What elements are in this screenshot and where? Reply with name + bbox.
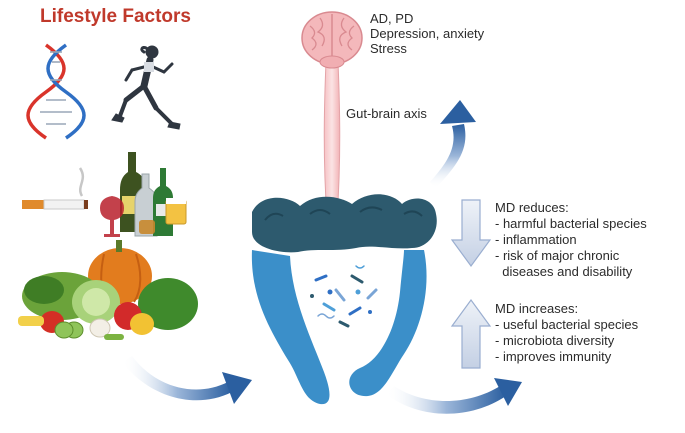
- down-arrow-icon: [450, 199, 492, 268]
- vegetables-icon: [18, 240, 198, 340]
- alcohol-bottles-icon: [100, 152, 187, 237]
- up-arrow-icon: [450, 298, 492, 369]
- brain-icon: [301, 11, 363, 69]
- curved-arrow-icon: [430, 100, 476, 188]
- gut-brain-axis-label: Gut-brain axis: [346, 106, 427, 121]
- brain-condition-3: Stress: [370, 41, 407, 56]
- increases-item: - microbiota diversity: [495, 333, 615, 348]
- diagram-title: Lifestyle Factors: [40, 6, 191, 27]
- curved-arrow-icon: [386, 378, 522, 414]
- reduces-item: diseases and disability: [495, 264, 633, 279]
- reduces-item: - inflammation: [495, 232, 577, 247]
- increases-heading: MD increases:: [495, 301, 579, 316]
- brain-condition-1: AD, PD: [370, 11, 414, 26]
- reduces-heading: MD reduces:: [495, 200, 569, 215]
- reduces-item: - harmful bacterial species: [495, 216, 647, 231]
- increases-item: - improves immunity: [495, 349, 612, 364]
- increases-item: - useful bacterial species: [495, 317, 639, 332]
- reduces-item: - risk of major chronic: [495, 248, 620, 263]
- cigarette-icon: [22, 167, 88, 210]
- spinal-cord-icon: [323, 61, 341, 219]
- brain-condition-2: Depression, anxiety: [370, 26, 485, 41]
- dna-icon: [26, 43, 86, 140]
- bacteria-icon: [310, 265, 378, 328]
- intestine-icon: [251, 194, 437, 405]
- curved-arrow-icon: [122, 356, 252, 404]
- runner-icon: [111, 45, 181, 130]
